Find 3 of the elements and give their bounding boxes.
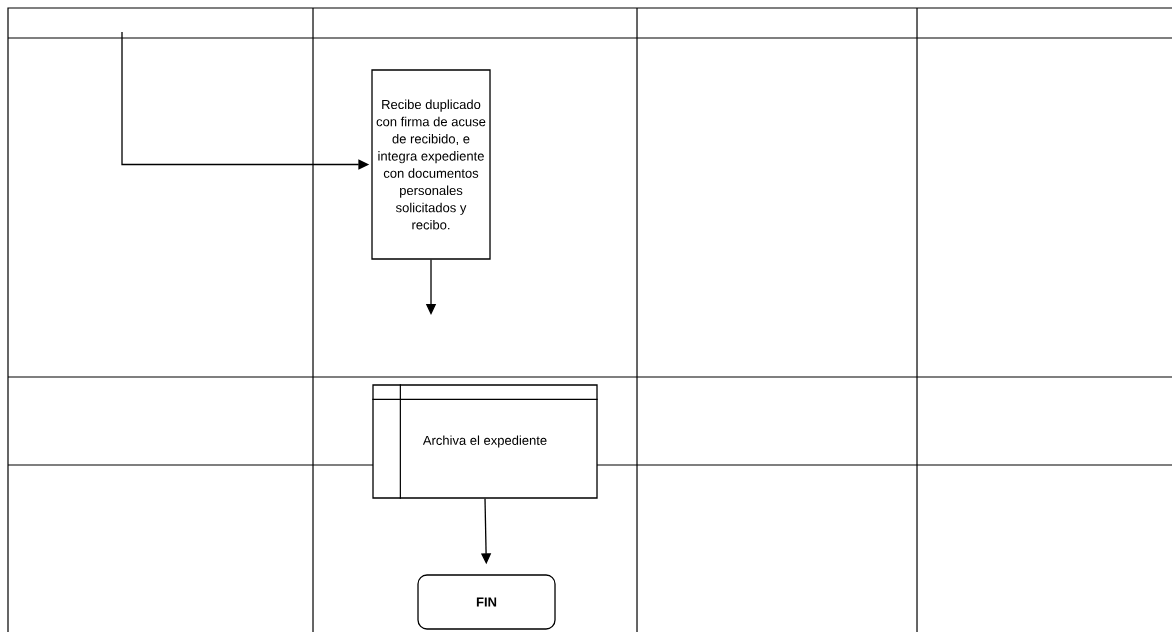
terminal-box: FIN xyxy=(417,574,556,630)
storage-box: Archiva el expediente xyxy=(371,383,599,500)
process-box: Recibe duplicado con firma de acuse de recibido, e integra expediente con documentos personales solicitados y recibo. xyxy=(371,69,491,260)
